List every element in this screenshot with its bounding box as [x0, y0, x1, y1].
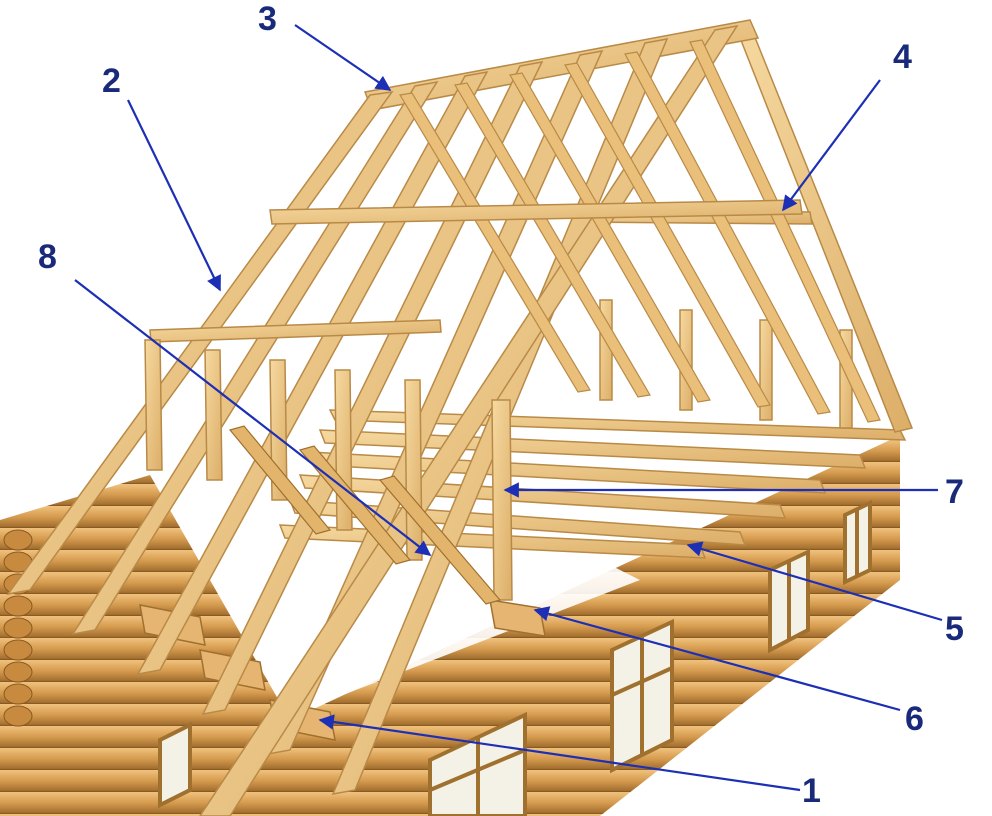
arrow-5 [686, 541, 943, 622]
callout-5: 5 [945, 610, 964, 648]
arrow-8 [74, 279, 432, 556]
callout-2: 2 [102, 62, 121, 100]
arrow-6 [533, 606, 901, 712]
callout-arrows [74, 24, 943, 792]
rafters-right-slope [399, 39, 881, 423]
window [843, 499, 872, 586]
post [491, 399, 513, 601]
callout-1: 1 [802, 772, 821, 810]
callout-4: 4 [893, 38, 912, 76]
wall-opening [300, 540, 640, 700]
callout-8: 8 [38, 238, 57, 276]
callout-labels: 1 2 3 4 5 6 7 8 [38, 0, 964, 810]
arrow-4 [782, 79, 881, 212]
log-walls [0, 430, 900, 816]
window [428, 711, 527, 816]
callout-3: 3 [258, 0, 277, 38]
arrow-2 [127, 99, 221, 292]
arrow-3 [294, 24, 392, 91]
arrow-1 [318, 714, 801, 792]
log-ends [3, 529, 33, 727]
window [610, 618, 674, 774]
callout-7: 7 [945, 473, 964, 511]
collar-tie [269, 199, 803, 225]
strut [378, 475, 502, 605]
left-log-wall [0, 475, 290, 816]
front-log-wall [290, 430, 900, 816]
windows [158, 499, 872, 816]
callout-6: 6 [905, 700, 924, 738]
window [158, 721, 192, 809]
